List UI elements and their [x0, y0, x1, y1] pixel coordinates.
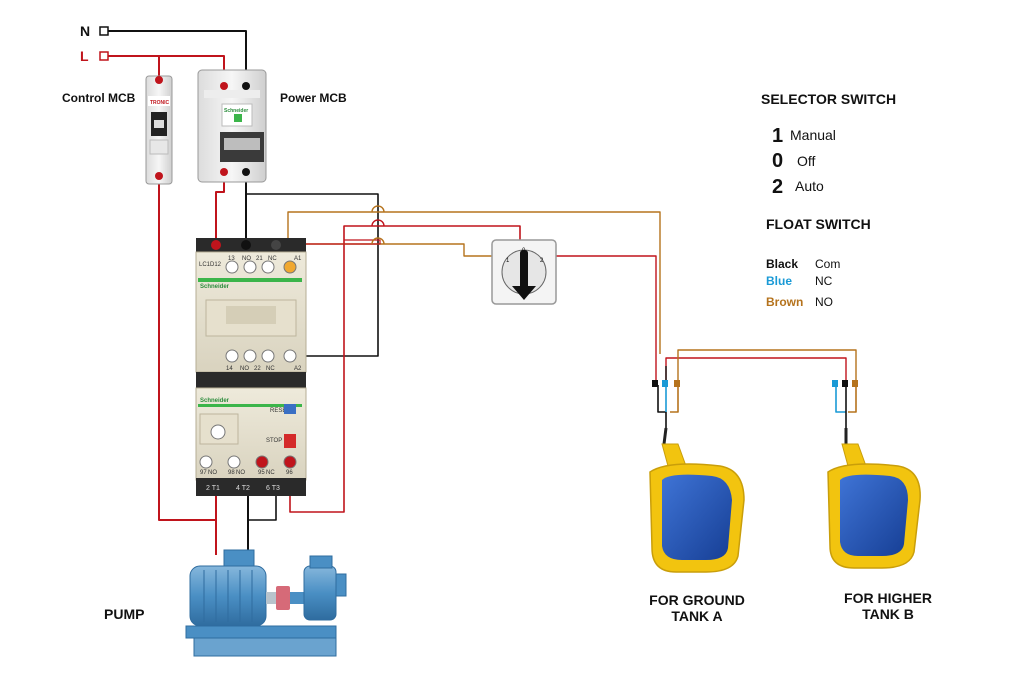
selector-legend-text-2: Auto [795, 178, 824, 194]
contactor-term-nc-bottom: NC [266, 366, 275, 372]
power-mcb-brand: Schneider [224, 108, 248, 114]
overload-term-95: 95 [258, 470, 265, 476]
selector-pos-2: 2 [540, 258, 544, 264]
float-legend-brown-meaning: NO [815, 295, 833, 309]
float-switch-b: FOR HIGHER TANK B [827, 380, 932, 622]
neutral-wire-to-coil [246, 193, 379, 357]
overload-term-nc: NC [266, 470, 275, 476]
overload-brand: Schneider [200, 398, 230, 404]
selector-legend-num-0: 0 [772, 150, 783, 172]
overload-phase-t3: 6 T3 [266, 485, 280, 492]
float-switch-a: FOR GROUND TANK A [649, 380, 745, 624]
float-legend-blue: Blue [766, 274, 792, 288]
overload-phase-t1: 2 T1 [206, 485, 220, 492]
float-a-brown [670, 385, 679, 413]
float-a-label-1: FOR GROUND [649, 592, 745, 608]
selector-legend-num-2: 2 [772, 176, 783, 198]
control-mcb: TRONIC Control MCB [62, 75, 173, 185]
control-mcb-label: Control MCB [62, 91, 136, 105]
selector-pos-0: 0 [522, 248, 526, 254]
float-legend-title: FLOAT SWITCH [766, 216, 871, 232]
neutral-label: N [80, 23, 90, 39]
contactor-top-terminal-labels: 13 NO 21 NC A1 [228, 256, 302, 262]
contactor-bottom-terminal-labels: 14 NO 22 NC A2 [226, 366, 302, 372]
overload-phase-t2: 4 T2 [236, 485, 250, 492]
overload-reset-label: RESET [270, 408, 290, 414]
selector-legend-text-0: Off [797, 153, 816, 169]
contactor-term-nc: NC [268, 256, 277, 262]
float-b-label-2: TANK B [862, 606, 914, 622]
contactor-term-no-bottom: NO [240, 366, 249, 372]
selector-legend-title: SELECTOR SWITCH [761, 91, 896, 107]
overload-phase-labels: 2 T1 4 T2 6 T3 [206, 485, 280, 492]
power-mcb: Schneider Power MCB [197, 69, 347, 183]
contactor-term-a2: A2 [294, 366, 302, 372]
overload-term-no-1: NO [208, 470, 217, 476]
neutral-terminal [99, 26, 109, 36]
neutral-wire-supply [108, 30, 247, 82]
contactor-term-no: NO [242, 256, 251, 262]
contactor: LC1D12 13 NO 21 NC A1 Schneider 14 NO 22… [195, 238, 307, 388]
line-label: L [80, 48, 89, 64]
supply-terminals: N L [80, 23, 109, 64]
selector-pos-1: 1 [506, 258, 510, 264]
float-a-black [657, 385, 667, 428]
selector-legend: SELECTOR SWITCH 1 Manual 0 Off 2 Auto [761, 91, 896, 198]
overload-term-98: 98 [228, 470, 235, 476]
selector-to-float-a-wire [556, 255, 657, 380]
selector-switch: 1 0 2 [491, 239, 557, 305]
float-b-label-1: FOR HIGHER [844, 590, 932, 606]
contactor-term-a1: A1 [294, 256, 302, 262]
float-link-red [665, 357, 847, 380]
overload-term-no-2: NO [236, 470, 245, 476]
pump-label: PUMP [104, 606, 144, 622]
float-b-blue [835, 385, 846, 413]
selector-legend-num-1: 1 [772, 125, 783, 147]
overload-control-wire [289, 225, 521, 513]
float-legend-black-meaning: Com [815, 257, 840, 271]
float-legend-black: Black [766, 257, 798, 271]
aux-to-selector-wire-2 [288, 243, 496, 257]
pump: PUMP [104, 549, 347, 657]
overload-term-96: 96 [286, 470, 293, 476]
coil-feed-wire [288, 239, 381, 245]
selector-legend-text-1: Manual [790, 127, 836, 143]
float-legend-blue-meaning: NC [815, 274, 833, 288]
power-mcb-label: Power MCB [280, 91, 347, 105]
overload-relay: Schneider RESET STOP 97 NO 98 NO 95 NC 9… [195, 387, 307, 496]
wires [108, 30, 857, 556]
contactor-term-22: 22 [254, 366, 261, 372]
overload-stop-label: STOP [266, 438, 282, 444]
control-line-to-pump [158, 176, 217, 555]
float-legend-brown: Brown [766, 295, 803, 309]
aux-to-selector-wire [287, 211, 661, 354]
contactor-model: LC1D12 [199, 262, 222, 268]
float-legend: FLOAT SWITCH Black Com Blue NC Brown NO [766, 216, 871, 309]
contactor-brand: Schneider [200, 284, 230, 290]
float-a-label-2: TANK A [671, 608, 722, 624]
line-wire-mcb-to-contactor [215, 176, 225, 244]
overload-term-97: 97 [200, 470, 207, 476]
float-b-brown [848, 385, 857, 413]
overload-terminal-labels: 97 NO 98 NO 95 NC 96 [200, 470, 293, 476]
contactor-term-13: 13 [228, 256, 235, 262]
wire-crossovers [371, 205, 385, 245]
contactor-term-21: 21 [256, 256, 263, 262]
contactor-term-14: 14 [226, 366, 233, 372]
control-mcb-brand: TRONIC [150, 100, 170, 106]
line-terminal [99, 51, 109, 61]
float-link-brown [677, 349, 857, 380]
